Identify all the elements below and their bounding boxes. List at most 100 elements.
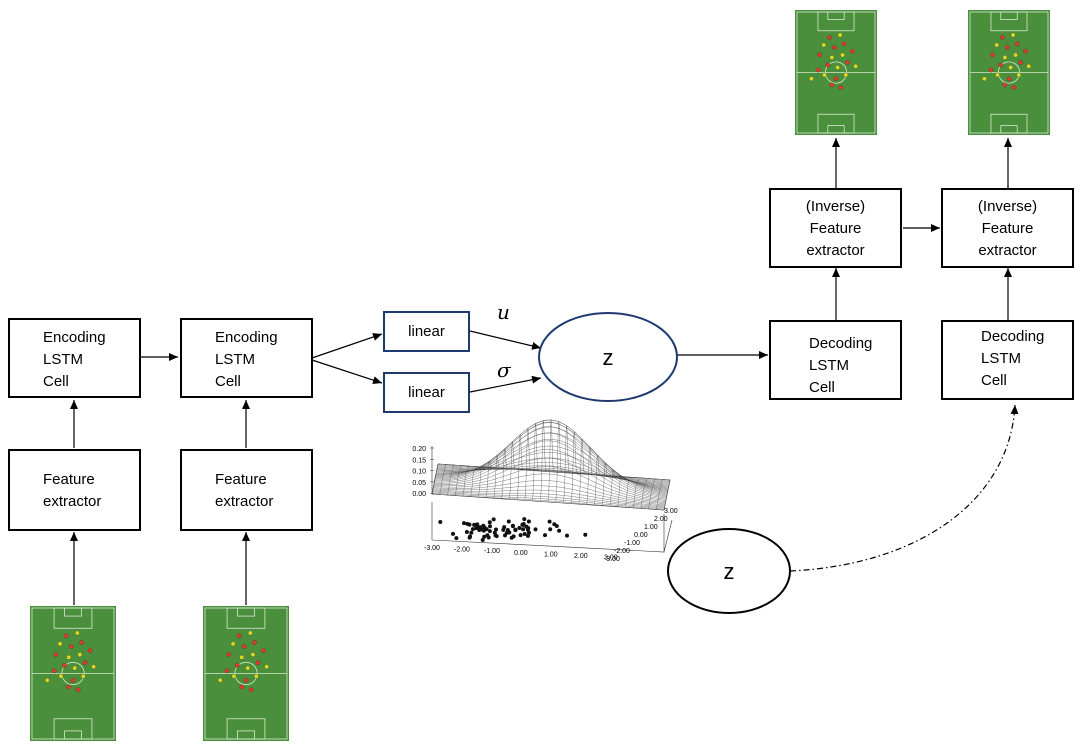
player-dot	[239, 654, 245, 660]
sample-point	[464, 530, 469, 534]
player-dot	[1023, 48, 1028, 54]
sample-point	[504, 530, 509, 535]
feature-extractor-1-label: Feature extractor	[43, 471, 102, 510]
player-dot	[245, 665, 251, 671]
sample-point	[520, 522, 525, 527]
player-dot	[74, 630, 80, 636]
player-dot	[217, 677, 223, 683]
player-dot	[77, 652, 83, 657]
centre-circle	[234, 661, 258, 686]
sample-point	[502, 525, 507, 530]
sample-point	[565, 533, 569, 538]
player-dot	[1014, 41, 1020, 47]
player-dot	[1002, 82, 1008, 88]
linear-mu-box: linear	[383, 311, 470, 352]
x-tick-label: 2.00	[574, 553, 588, 560]
mesh-line	[493, 454, 501, 498]
player-dot	[829, 82, 835, 88]
arrow-zsample-to-dec2	[789, 404, 1019, 572]
player-dot	[829, 55, 835, 60]
z-main-label: z	[603, 345, 614, 370]
sample-point	[488, 524, 492, 529]
player-dot	[250, 652, 256, 657]
player-dot	[53, 652, 59, 657]
player-dot	[239, 684, 245, 690]
sample-point	[533, 527, 538, 532]
player-dot	[66, 684, 72, 690]
player-dot	[982, 76, 987, 82]
player-dot	[241, 644, 247, 649]
player-dot	[224, 668, 230, 674]
sample-point	[522, 517, 527, 522]
sample-point	[583, 532, 588, 537]
decoding-lstm-cell-1: Decoding LSTM Cell	[769, 320, 902, 400]
player-dot	[1018, 60, 1023, 65]
x-tick-label: 1.00	[544, 551, 558, 558]
sample-point	[454, 536, 459, 541]
sample-point	[509, 535, 514, 540]
sample-point	[469, 530, 474, 535]
sample-point	[557, 528, 562, 533]
player-dot	[1011, 85, 1017, 90]
goal-box-top	[236, 607, 255, 617]
z-main-ellipse	[538, 312, 678, 402]
sample-point	[438, 520, 443, 524]
y-tick-label: -3.00	[604, 556, 620, 563]
sample-point	[510, 523, 515, 528]
centre-circle	[824, 61, 848, 84]
sigma-symbol: σ	[497, 358, 511, 382]
inverse-feature-extractor-1-label: (Inverse) Feature extractor	[805, 198, 866, 259]
player-dot	[243, 677, 249, 683]
player-dot	[1000, 35, 1005, 40]
player-dot	[253, 673, 259, 679]
player-dot	[87, 648, 93, 653]
sample-point	[522, 532, 527, 536]
mesh-line	[434, 419, 668, 495]
sample-point	[482, 525, 487, 530]
player-dot	[70, 677, 76, 683]
player-dot	[838, 85, 844, 90]
goal-box-top	[64, 607, 83, 617]
sample-point	[477, 528, 482, 532]
z-tick-label: 0.00	[412, 491, 426, 498]
sample-point	[487, 529, 492, 534]
player-dot	[1006, 76, 1012, 82]
player-dot	[833, 76, 839, 82]
feature-extractor-2: Feature extractor	[180, 449, 313, 531]
sample-point	[470, 527, 475, 532]
player-dot	[255, 660, 261, 666]
goal-box-bottom	[236, 730, 255, 740]
goal-box-bottom	[1000, 125, 1018, 134]
player-dot	[75, 687, 81, 693]
z-tick-label: 0.15	[412, 457, 426, 464]
player-dot	[994, 42, 1000, 48]
mesh-line	[434, 432, 667, 498]
feature-extractor-1: Feature extractor	[8, 449, 141, 531]
player-dot	[825, 62, 831, 68]
arrow-linear-sigma-to-z	[469, 375, 542, 393]
goal-box-bottom	[827, 125, 845, 134]
player-dot	[840, 52, 845, 58]
player-dot	[264, 664, 269, 670]
player-dot	[995, 72, 1000, 78]
encoding-lstm-cell-2-label: Encoding LSTM Cell	[215, 329, 278, 390]
sample-point	[482, 534, 487, 539]
decoding-lstm-cell-2-label: Decoding LSTM Cell	[981, 328, 1045, 389]
sample-point	[491, 517, 496, 522]
player-dot	[82, 660, 88, 666]
sample-point	[552, 522, 557, 527]
player-dot	[236, 633, 242, 639]
player-dot	[998, 62, 1004, 68]
mesh-line	[437, 467, 670, 485]
arrow-linear-mu-to-z	[469, 330, 542, 350]
mesh-line	[547, 419, 555, 501]
sample-point	[480, 538, 485, 542]
player-dot	[990, 52, 995, 58]
player-dot	[44, 677, 50, 683]
sample-point	[494, 527, 498, 532]
mesh-line	[540, 420, 547, 501]
player-dot	[80, 673, 86, 679]
